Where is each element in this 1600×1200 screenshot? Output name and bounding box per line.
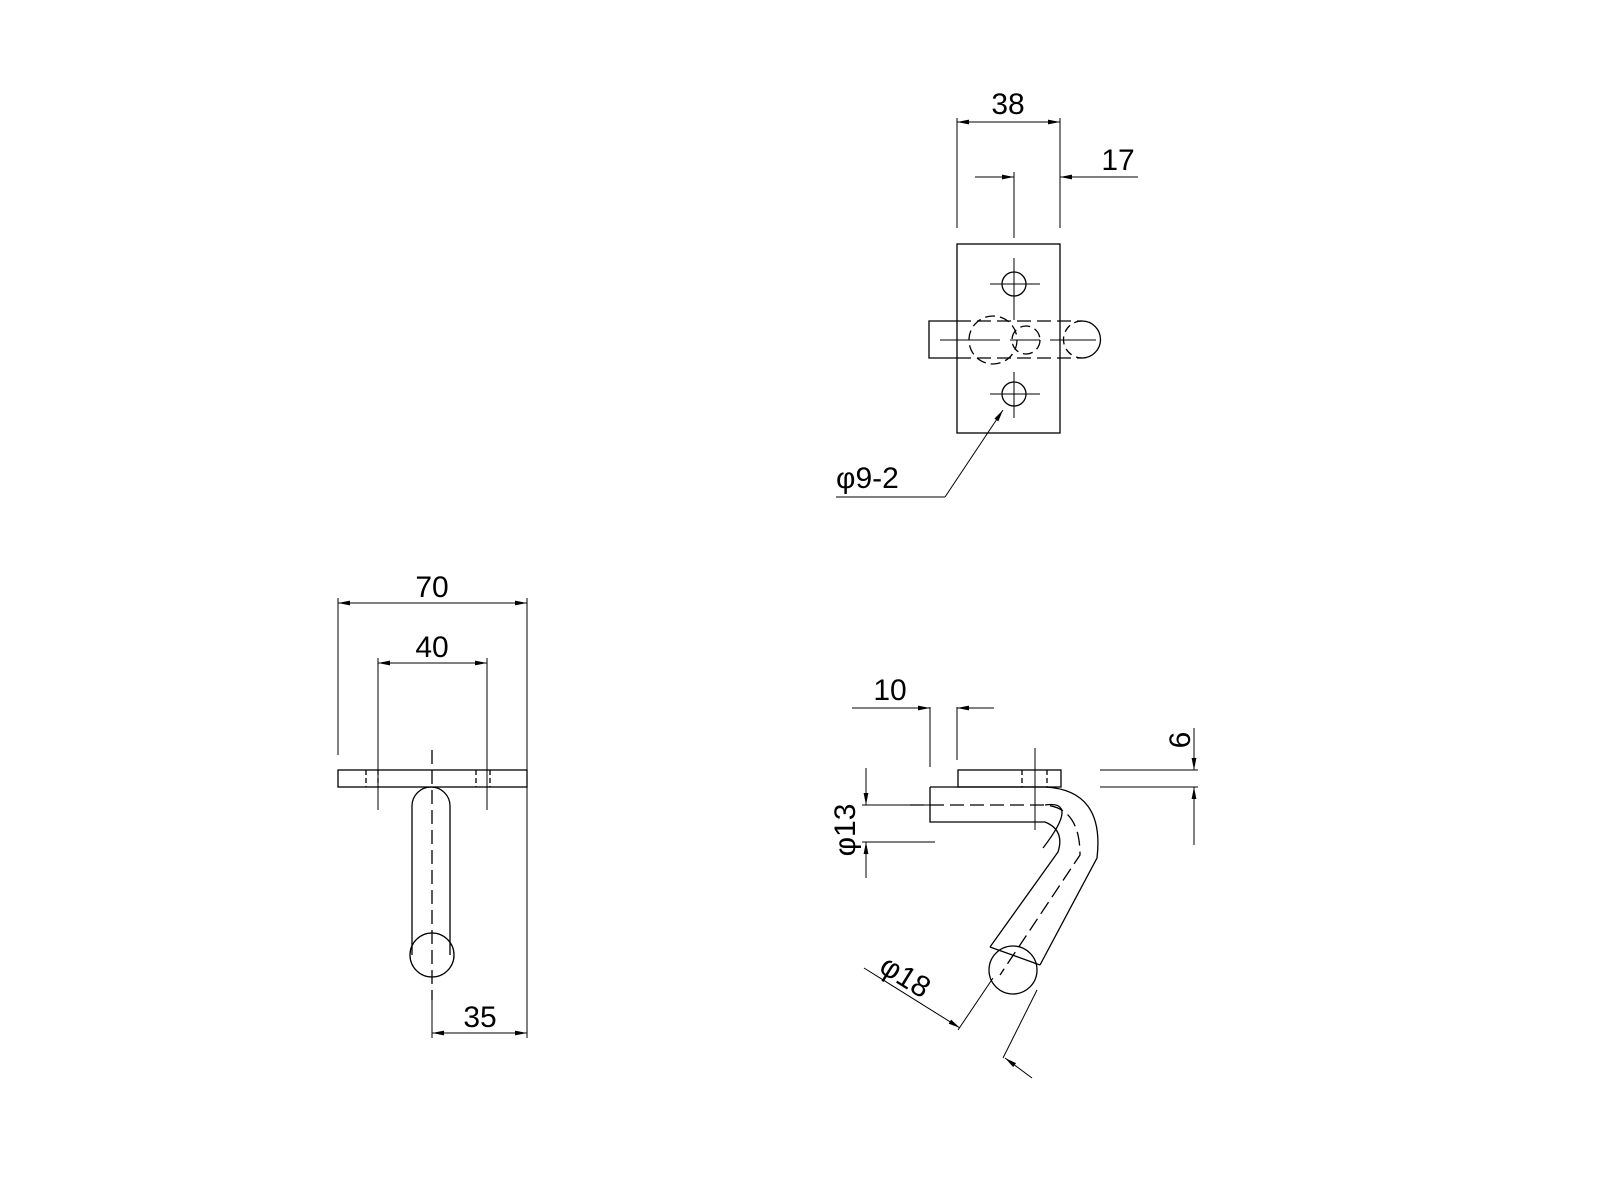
side-plate — [957, 769, 1062, 788]
dim-40: 40 — [415, 631, 448, 664]
dim-10: 10 — [873, 674, 906, 707]
dim-phi18: φ18 — [874, 949, 936, 1005]
bent-rod — [929, 786, 1099, 966]
dim-17: 17 — [1101, 144, 1134, 177]
bar-visible — [928, 320, 957, 359]
front-view: 70 40 35 — [337, 571, 528, 1038]
hole-callout: φ9-2 — [836, 462, 899, 495]
top-view: 38 17 φ9-2 — [836, 88, 1138, 498]
top-plate — [956, 243, 1061, 434]
dim-70: 70 — [415, 571, 448, 604]
dim-6: 6 — [1164, 732, 1197, 749]
dim-phi13: φ13 — [829, 804, 862, 857]
dim-35: 35 — [463, 1001, 496, 1034]
side-view: 10 6 φ13 φ18 — [829, 674, 1198, 1079]
rod — [411, 786, 451, 955]
ball-end-side — [988, 945, 1038, 995]
dim-38: 38 — [991, 88, 1024, 121]
